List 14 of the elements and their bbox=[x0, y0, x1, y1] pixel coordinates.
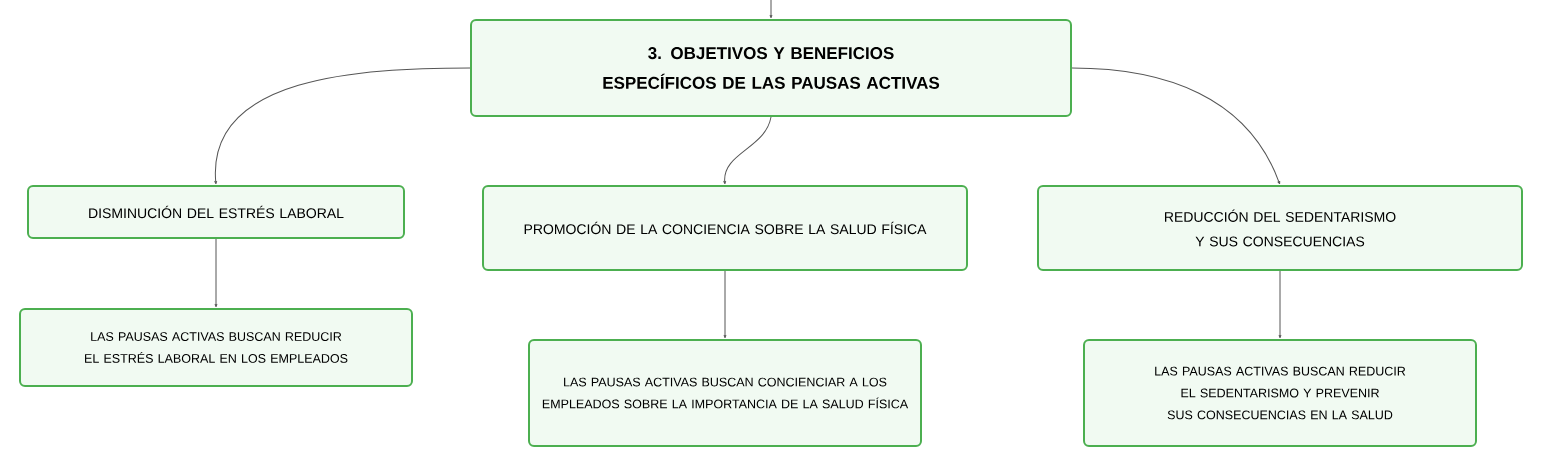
arrow bbox=[214, 67, 471, 185]
arrow bbox=[723, 270, 727, 339]
description-box: LAS PAUSAS ACTIVAS BUSCAN REDUCIR EL ESTRÉS LABORAL EN LOS EMPLEADOS bbox=[19, 308, 413, 387]
arrow bbox=[723, 116, 772, 185]
description-box: LAS PAUSAS ACTIVAS BUSCAN CONCIENCIAR A LOS EMPLEADOS SOBRE LA IMPORTANCIA DE LA SALUD FÍSICA bbox=[528, 339, 922, 447]
arrow bbox=[1278, 270, 1282, 339]
arrow bbox=[1071, 67, 1281, 185]
description-box: LAS PAUSAS ACTIVAS BUSCAN REDUCIR EL SEDENTARISMO Y PREVENIR SUS CONSECUENCIAS EN LA SALUD bbox=[1083, 339, 1477, 447]
topic-box: DISMINUCIÓN DEL ESTRÉS LABORAL bbox=[27, 185, 405, 239]
arrow bbox=[214, 238, 218, 308]
title-box: 3. OBJETIVOS Y BENEFICIOS ESPECÍFICOS DE LAS PAUSAS ACTIVAS bbox=[470, 19, 1072, 117]
topic-box: PROMOCIÓN DE LA CONCIENCIA SOBRE LA SALUD FÍSICA bbox=[482, 185, 968, 271]
topic-box: REDUCCIÓN DEL SEDENTARISMO Y SUS CONSECUENCIAS bbox=[1037, 185, 1523, 271]
arrow bbox=[769, 0, 773, 19]
